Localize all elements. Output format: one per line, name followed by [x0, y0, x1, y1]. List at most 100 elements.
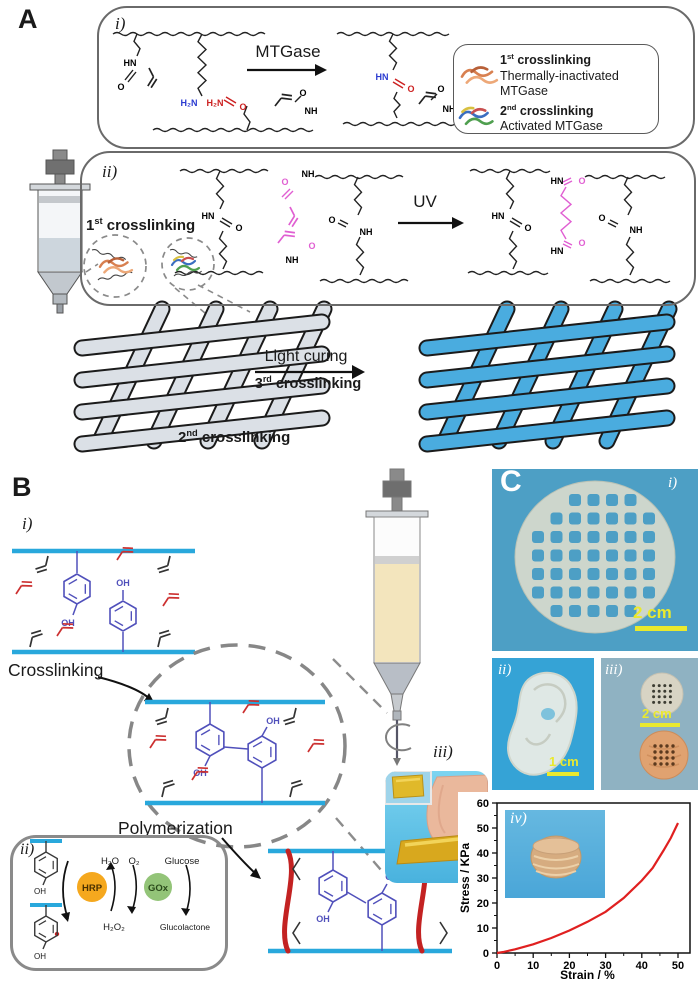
- c-iii-scalebar: [640, 723, 680, 727]
- svg-text:OH: OH: [316, 914, 330, 924]
- b-ii-labels: OH OH HRP GOx H₂O O₂ Glucose H₂O₂ Glucol…: [34, 856, 210, 961]
- biphenol-ring: [247, 735, 277, 769]
- c-ii-scalebar-text: 1 cm: [549, 754, 579, 769]
- c-i-scalebar: [635, 626, 687, 631]
- vinyl-group: [147, 67, 158, 89]
- biphenol-ring: [367, 892, 397, 926]
- ear-drawing: [506, 671, 578, 776]
- first-crosslinking-label: 1st crosslinking: [86, 216, 196, 234]
- discs-drawing: [639, 672, 689, 780]
- svg-text:50: 50: [477, 823, 489, 835]
- panel-b-label: B: [12, 472, 32, 502]
- uv-arrow-label: UV: [413, 192, 437, 211]
- methacrylate-vinyl: [277, 230, 296, 244]
- allyl-group: [116, 546, 134, 561]
- second-crosslinking-label: 2nd crosslinking: [178, 428, 291, 446]
- svg-text:NH: NH: [286, 255, 299, 265]
- allyl-group: [191, 766, 209, 781]
- photo-printed-discs: iii) 2 cm: [601, 658, 698, 790]
- dashed-leader-lines: [332, 658, 388, 871]
- legend-first-desc1: Thermally-inactivated: [500, 68, 619, 83]
- b-i-structure: [12, 548, 195, 655]
- svg-text:0: 0: [494, 960, 500, 972]
- svg-text:10: 10: [527, 960, 539, 972]
- c-i-scalebar-text: 2 cm: [633, 603, 672, 622]
- scaffold-grid-holes: [532, 494, 655, 617]
- panel-c-label: C: [500, 469, 522, 498]
- inactivated-mtgase-protein: [98, 257, 134, 274]
- mtgase-arrow-label: MTGase: [255, 42, 321, 61]
- b-section-i-label: i): [22, 514, 33, 533]
- svg-text:NH: NH: [360, 227, 373, 237]
- svg-text:20: 20: [563, 960, 575, 972]
- svg-text:OH: OH: [266, 716, 280, 726]
- svg-text:O: O: [524, 223, 531, 233]
- svg-text:H₂N: H₂N: [181, 98, 198, 108]
- svg-text:HN: HN: [492, 211, 505, 221]
- svg-text:H₂N: H₂N: [207, 98, 224, 108]
- svg-text:OH: OH: [34, 952, 46, 961]
- gox-enzyme-circle: [144, 873, 172, 901]
- svg-text:60: 60: [477, 798, 489, 810]
- y-axis-label: Stress / KPa: [458, 843, 472, 913]
- svg-text:O: O: [299, 88, 306, 98]
- panel-a-label: A: [18, 4, 38, 34]
- a-i-reactant-labels: HN O H₂N H₂N O O NH: [117, 58, 317, 116]
- svg-text:OH: OH: [116, 578, 130, 588]
- allyl-group: [15, 580, 33, 595]
- syringe-b: [365, 468, 429, 766]
- phenol-radical-ring: [34, 915, 58, 943]
- vinyl-group: [157, 555, 171, 574]
- svg-text:O: O: [407, 84, 414, 94]
- grid-scaffold-drawing: [514, 480, 676, 634]
- svg-text:OH: OH: [34, 887, 46, 896]
- chart-inset-photo: iv): [505, 810, 605, 898]
- vinyl-group: [274, 93, 293, 107]
- svg-text:O: O: [578, 176, 585, 186]
- svg-text:H₂O: H₂O: [101, 856, 119, 867]
- light-curing-label: Light curing: [264, 348, 348, 365]
- hrp-enzyme-circle: [77, 872, 107, 902]
- b-circle-oh-labels: OH OH: [193, 716, 280, 778]
- svg-text:O: O: [598, 213, 605, 223]
- svg-text:O: O: [281, 177, 288, 187]
- svg-text:30: 30: [477, 873, 489, 885]
- svg-text:0: 0: [483, 948, 489, 960]
- a-i-product-labels: HN O O NH: [376, 72, 456, 114]
- a-ii-reactant-labels: HN O O NH O NH O NH: [202, 169, 373, 265]
- c-ii-scalebar: [547, 772, 579, 776]
- photo-gel-on-finger: [385, 771, 488, 883]
- svg-text:O: O: [239, 102, 246, 112]
- polymerization-label: Polymerization: [118, 818, 233, 838]
- svg-text:H₂O₂: H₂O₂: [103, 922, 125, 933]
- biphenol-ring: [195, 723, 225, 757]
- allyl-group: [162, 592, 180, 607]
- stress-strain-curve: [496, 822, 679, 955]
- panel-a-box-i: [97, 6, 695, 149]
- svg-text:HN: HN: [124, 58, 137, 68]
- svg-text:HN: HN: [376, 72, 389, 82]
- legend-second-desc: Activated MTGase: [500, 119, 603, 134]
- svg-text:HN: HN: [551, 246, 564, 256]
- phenol-ring: [63, 573, 91, 605]
- enzyme-magnifier-circles: [83, 234, 251, 314]
- x-axis-label: Strain / %: [560, 968, 615, 982]
- svg-text:NH: NH: [630, 225, 643, 235]
- printed-lattice-blue: [418, 300, 678, 453]
- svg-text:20: 20: [477, 898, 489, 910]
- allyl-group: [56, 622, 74, 637]
- svg-text:40: 40: [636, 960, 648, 972]
- vinyl-group: [29, 629, 43, 648]
- svg-text:GOx: GOx: [148, 883, 169, 894]
- activated-mtgase-protein: [170, 255, 201, 272]
- methacrylate-vinyl: [288, 206, 299, 228]
- a-i-mtgase-arrow: [247, 64, 327, 76]
- legend-protein-icons: [458, 66, 499, 126]
- svg-text:10: 10: [477, 923, 489, 935]
- allyl-group: [242, 699, 260, 714]
- section-ii-label: ii): [102, 162, 118, 181]
- svg-text:OH: OH: [61, 618, 75, 628]
